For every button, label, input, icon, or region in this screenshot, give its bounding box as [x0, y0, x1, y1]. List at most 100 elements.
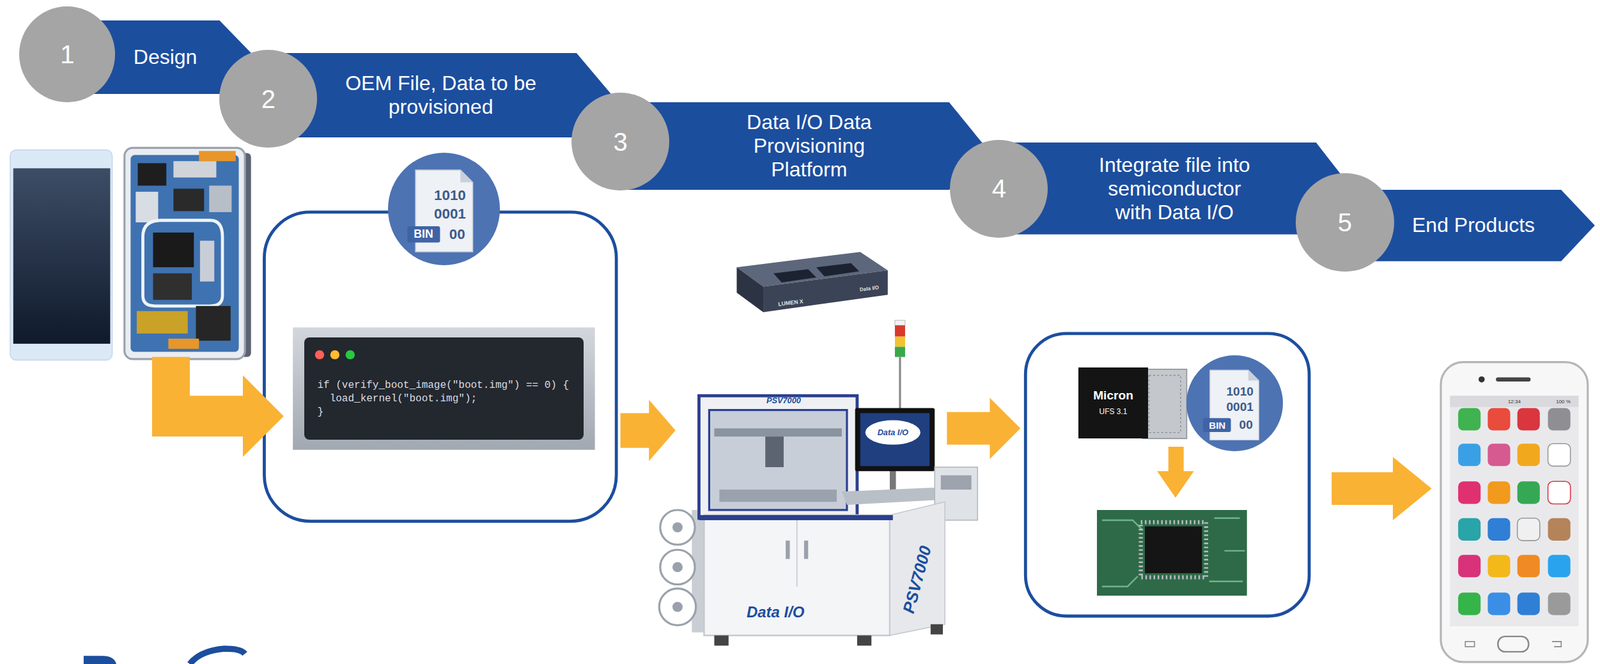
app-icon: [1517, 407, 1540, 431]
machine-model: PSV7000: [900, 543, 935, 615]
phone-board: [173, 161, 217, 178]
automated-programmer: [796, 520, 798, 587]
automated-programmer: [857, 635, 872, 646]
smartphone: [1449, 395, 1579, 627]
app-icon: [1487, 443, 1510, 467]
flow-arrow: [1331, 457, 1432, 521]
phone-board: [142, 220, 223, 307]
app-icon: [1458, 592, 1481, 615]
device-brand: Data I/O: [859, 285, 880, 293]
automated-programmer: [889, 469, 897, 490]
desktop-programmer: [816, 263, 860, 277]
band-text-box: End Products: [1390, 213, 1557, 238]
phone-board: [168, 338, 199, 350]
phone-front: [10, 150, 113, 361]
automated-programmer: [894, 347, 906, 358]
phone-board: [200, 240, 215, 282]
flow-arrow: [620, 400, 676, 462]
app-icon: [1517, 592, 1540, 615]
phone-board: [209, 185, 232, 212]
automated-programmer: [672, 602, 683, 613]
automated-programmer: [659, 320, 978, 646]
band-text-box: Data I/O Data Provisioning Platform: [726, 110, 893, 181]
phone-board: [152, 273, 192, 300]
step-number-text: 5: [1337, 209, 1352, 236]
flow-arrow: [946, 397, 1021, 459]
app-icon: [1548, 407, 1571, 431]
machine-brand: Data I/O: [746, 604, 805, 621]
automated-programmer: [708, 410, 847, 511]
status-battery: 100 %: [1555, 399, 1571, 405]
app-icon: [1548, 592, 1571, 615]
automated-programmer: [898, 357, 901, 411]
circuit-board: [1144, 526, 1202, 574]
smartphone: [1465, 641, 1475, 647]
step-number: 3: [571, 92, 670, 191]
step-number: 2: [219, 49, 318, 148]
binary-text: BIN: [413, 228, 433, 241]
automated-programmer: [714, 428, 842, 437]
step-number-text: 1: [60, 41, 75, 68]
chip-marking: UFS 3.1: [1099, 408, 1128, 417]
automated-programmer: [841, 487, 941, 505]
machine-model: PSV7000: [766, 396, 801, 406]
automated-programmer: [714, 635, 729, 646]
step-band: Data I/O Data Provisioning Platform: [622, 102, 986, 190]
smartphone: [1440, 362, 1588, 663]
band-shape: [270, 53, 613, 138]
smartphone: [1495, 377, 1531, 382]
phone-board: [124, 147, 252, 359]
app-icon: [1487, 592, 1510, 615]
window-button: [314, 350, 324, 360]
file-icon: [460, 170, 473, 183]
app-icon: [1458, 554, 1481, 578]
phone-board: [136, 311, 188, 334]
company-logo: [83, 648, 245, 664]
binary-file-icon: 10100001BIN00: [1186, 355, 1283, 452]
automated-programmer: [860, 412, 931, 467]
step-band: OEM File, Data to be provisioned: [270, 53, 613, 138]
phone-board: [130, 155, 239, 353]
memory-chip: MicronUFS 3.1: [1078, 367, 1149, 440]
phone-board: [135, 191, 158, 223]
screen-logo: Data I/O: [877, 428, 909, 437]
desktop-programmer: [773, 269, 817, 283]
automated-programmer: [703, 515, 890, 636]
app-icon: [1458, 407, 1571, 615]
file-tab: [1203, 418, 1232, 433]
app-icon: [1548, 443, 1571, 467]
automated-programmer: [889, 501, 945, 636]
flow-arrow: [152, 357, 284, 458]
phone-board: [173, 188, 204, 211]
code-line: if (verify_boot_image("boot.img") == 0) …: [317, 379, 569, 393]
automated-programmer: [660, 549, 695, 585]
panel-frame: [264, 212, 1310, 617]
binary-text: 1010: [1226, 385, 1253, 398]
band-shape: [1346, 189, 1595, 262]
code-line: }: [317, 405, 569, 420]
automated-programmer: [659, 588, 696, 626]
phone-board: [152, 232, 194, 268]
automated-programmer: [785, 540, 790, 560]
company-logo: [189, 648, 245, 664]
app-icon: [1487, 554, 1510, 578]
phone-board: [124, 147, 245, 359]
step-title: Design: [108, 45, 224, 70]
phone-board: [195, 306, 231, 341]
band-text-box: OEM File, Data to be provisioned: [319, 71, 563, 119]
binary-text: BIN: [1208, 419, 1226, 430]
code-line: load_kernel("boot.img");: [317, 392, 569, 406]
step-number: 5: [1295, 173, 1394, 272]
band-text-box: Integrate file into semiconductor with D…: [1091, 153, 1258, 224]
app-icon: [1548, 554, 1571, 578]
circuit-board: [1096, 510, 1248, 596]
phone-front: [13, 168, 111, 344]
automated-programmer: [865, 420, 921, 445]
window-button: [345, 350, 355, 360]
memory-chip: [1142, 369, 1188, 440]
desktop-programmer: [737, 267, 764, 312]
app-icon: [1517, 443, 1540, 467]
binary-text: 00: [449, 227, 466, 242]
automated-programmer: [765, 436, 784, 468]
